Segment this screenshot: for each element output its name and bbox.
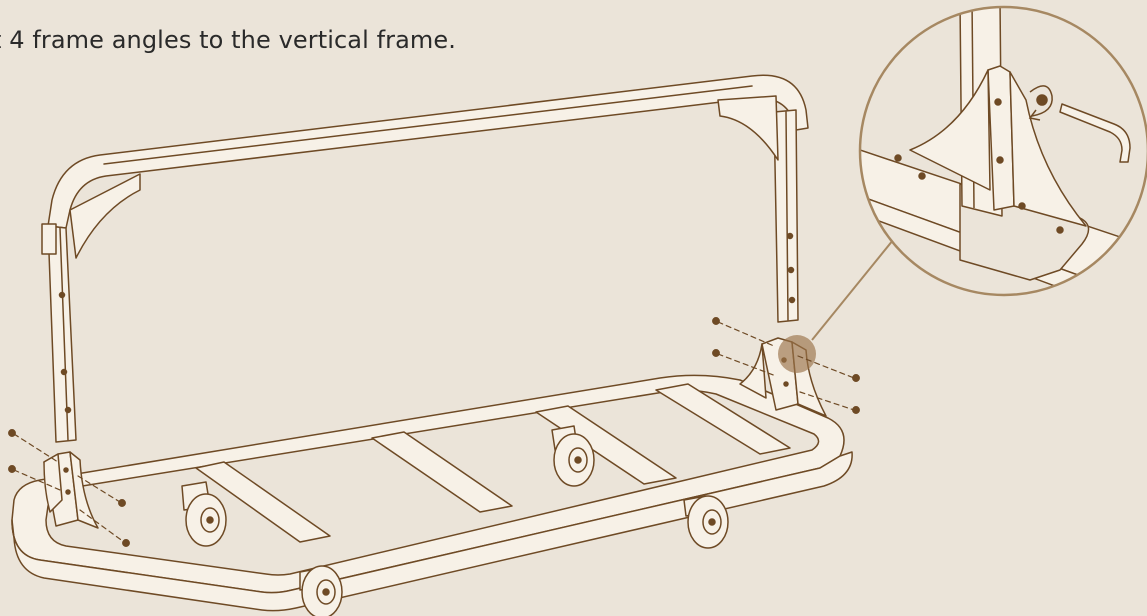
caster-rear-center — [551, 425, 595, 487]
vertical-frame — [41, 74, 809, 443]
frame-angle-left — [43, 451, 99, 529]
detail-highlight-marker — [778, 335, 816, 373]
hex-key-icon — [1059, 103, 1131, 163]
screw-guides — [13, 321, 855, 543]
tighten-arrow-icon — [1028, 85, 1053, 121]
detail-zoom-callout — [858, 5, 1147, 297]
caster-front-right — [683, 495, 729, 549]
callout-connector — [811, 223, 907, 341]
screws — [8, 317, 860, 547]
caster-front-left — [181, 481, 227, 547]
cross-bars — [195, 383, 791, 543]
caster-wheels — [181, 425, 729, 616]
instruction-text: t 4 frame angles to the vertical frame. — [0, 26, 457, 54]
caster-front-center — [299, 565, 343, 616]
